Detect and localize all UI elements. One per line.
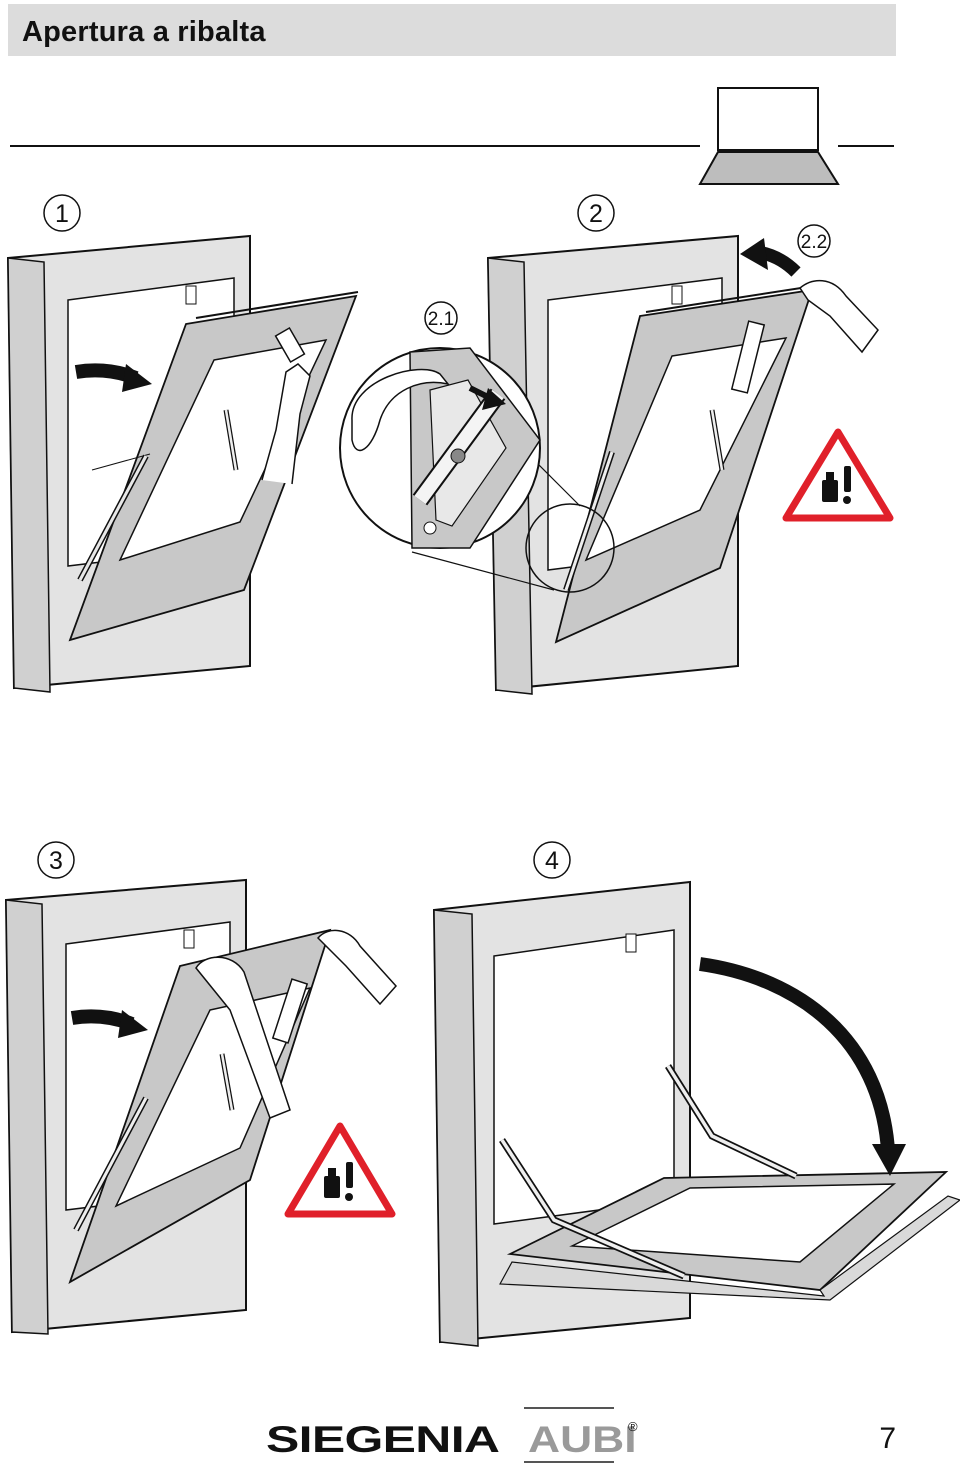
step-4-badge: 4: [533, 841, 571, 879]
detail-magnifier-icon: [339, 347, 541, 549]
panel-4-window: [432, 880, 960, 1347]
warning-weight-icon: [782, 428, 894, 522]
svg-text:2: 2: [589, 200, 603, 228]
step-2-badge: 2: [577, 194, 615, 232]
panel-1-window: [6, 234, 359, 693]
ceiling-tilt-window-icon: [10, 87, 894, 185]
registered-mark: ®: [628, 1419, 638, 1434]
warning-weight-icon-2: [284, 1122, 396, 1218]
brand-line-top: [524, 1407, 614, 1409]
brand-secondary: AUBI: [528, 1419, 637, 1460]
brand-primary: SIEGENIA: [266, 1419, 500, 1460]
page-number: 7: [879, 1422, 896, 1455]
svg-text:2.1: 2.1: [428, 309, 454, 330]
step-2-1-badge: 2.1: [424, 301, 458, 335]
instruction-illustration: 1 2 3 4 2.1 2.2: [4, 87, 960, 1347]
step-1-badge: 1: [43, 194, 81, 232]
title-bar: Apertura a ribalta: [8, 4, 896, 56]
step-2-2-badge: 2.2: [797, 224, 831, 258]
step-3-badge: 3: [37, 841, 75, 879]
curved-arrow-icon: [699, 957, 895, 1151]
svg-text:1: 1: [55, 200, 69, 228]
svg-text:3: 3: [49, 847, 63, 875]
panel-2-window: [411, 234, 879, 695]
svg-text:2.2: 2.2: [801, 232, 827, 253]
panel-3-window: [4, 878, 398, 1335]
svg-text:4: 4: [545, 847, 559, 875]
page-title: Apertura a ribalta: [22, 16, 266, 48]
brand-line-bottom: [524, 1461, 614, 1463]
brand-logo: SIEGENIA AUBI ®: [262, 1405, 642, 1467]
